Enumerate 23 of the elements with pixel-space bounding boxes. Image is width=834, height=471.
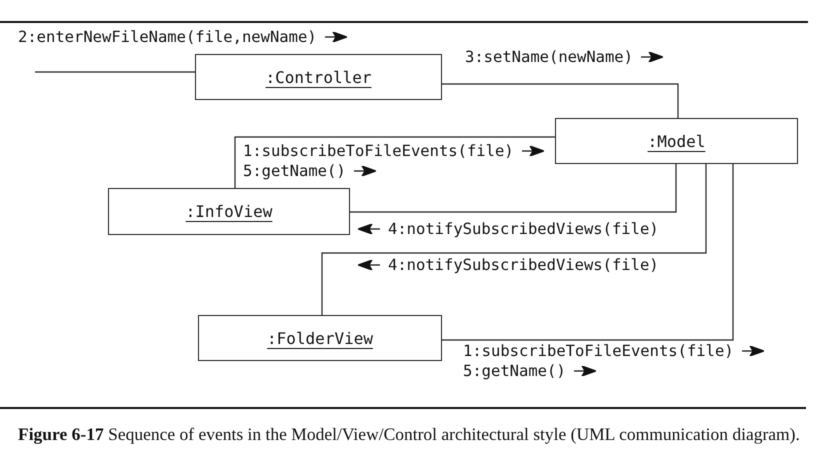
connector-line [35, 71, 195, 73]
message-label: 2:enterNewFileName(file,newName) [18, 28, 317, 46]
object-name: :FolderView [267, 328, 373, 348]
connector-line [321, 164, 707, 315]
message-label: 4:notifySubscribedViews(file) [388, 220, 659, 238]
message-label: 1:subscribeToFileEvents(file) [463, 342, 734, 360]
object-box [198, 315, 442, 361]
connector-line [350, 164, 677, 213]
object-name: :InfoView [186, 202, 272, 221]
object-name: :Model [648, 132, 706, 150]
object-name: :Controller [266, 68, 372, 86]
object-box [195, 54, 442, 100]
message-label: 4:notifySubscribedViews(file) [388, 256, 659, 274]
connector-line [442, 164, 734, 341]
figure-caption: Figure 6-17 Sequence of events in the Model/View/Control architectural style (UML communication diagram). [18, 424, 801, 444]
object-box [555, 118, 798, 164]
message-label: 3:setName(newName) [465, 48, 633, 66]
connector-line [234, 136, 555, 188]
object-box [108, 188, 350, 235]
message-label: 5:getName() [243, 162, 346, 180]
message-label: 1:subscribeToFileEvents(file) [243, 142, 514, 160]
message-label: 5:getName() [463, 362, 566, 380]
connector-line [442, 83, 679, 118]
